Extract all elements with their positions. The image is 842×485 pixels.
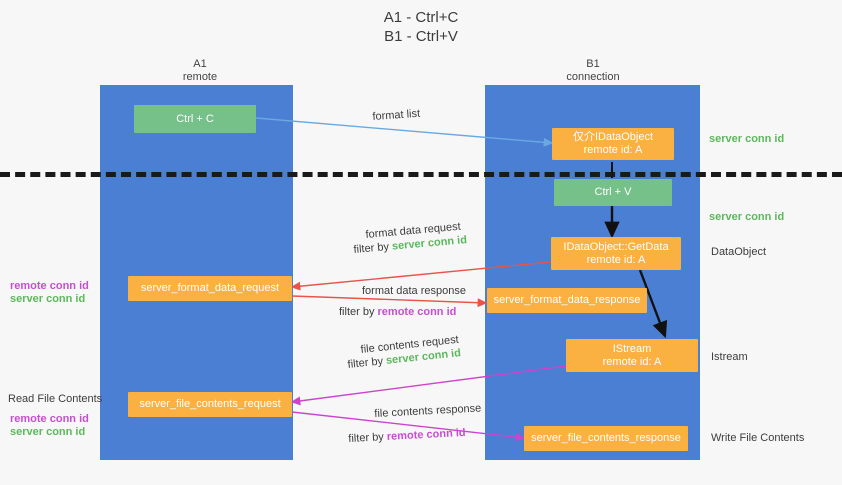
edge-label-format-list: format list	[372, 107, 421, 123]
file-resp-filter-value: remote conn id	[386, 426, 466, 443]
edge-label-format-data-response: format data response	[362, 285, 466, 297]
edge-label-file-contents-response-filter: filter by remote conn id	[348, 426, 466, 446]
fmtr-filter-prefix: filter by	[339, 306, 378, 318]
node-istream[interactable]: IStream remote id: A	[566, 339, 698, 372]
node-ctrl-v-label: Ctrl + V	[594, 186, 632, 198]
right-label-dataobject: DataObject	[711, 246, 767, 258]
file-req-filter-prefix: filter by	[347, 354, 387, 371]
fmtr-filter-value: remote conn id	[377, 306, 457, 318]
node-istream-label: IStream	[612, 342, 652, 355]
right-label-server-conn-id-2: server conn id	[709, 211, 785, 223]
node-idataobject-label: 仅介IDataObject	[572, 131, 654, 143]
node-idataobject[interactable]: 仅介IDataObject remote id: A	[552, 128, 674, 160]
node-fmt-req-label: server_format_data_request	[140, 282, 280, 294]
fmt-filter-prefix: filter by	[353, 240, 393, 256]
right-label-istream: Istream	[711, 351, 748, 363]
node-file-resp-label: server_file_contents_response	[531, 432, 681, 444]
lane-a1-name: A1	[193, 58, 207, 70]
file-resp-filter-prefix: filter by	[348, 430, 388, 445]
node-getdata-sub: remote id: A	[586, 253, 646, 266]
node-ctrl-c[interactable]: Ctrl + C	[134, 105, 256, 133]
node-file-req-label: server_file_contents_request	[139, 398, 281, 410]
left-label-server-conn-id-1: server conn id	[10, 293, 86, 305]
node-istream-sub: remote id: A	[602, 355, 662, 368]
lane-header-a1: A1 remote	[140, 58, 260, 84]
node-idataobject-sub: remote id: A	[583, 144, 643, 156]
node-ctrl-c-label: Ctrl + C	[176, 112, 214, 125]
title-line-1: A1 - Ctrl+C	[383, 9, 459, 26]
right-label-server-conn-id-1: server conn id	[709, 133, 785, 145]
node-server-format-data-request[interactable]: server_format_data_request	[128, 276, 292, 301]
edge-label-file-contents-response: file contents response	[374, 402, 482, 420]
left-label-read-file-contents: Read File Contents	[8, 393, 103, 405]
phase-divider	[0, 172, 842, 177]
right-label-write-file-contents: Write File Contents	[711, 432, 805, 444]
node-server-format-data-response[interactable]: server_format_data_response	[487, 288, 647, 313]
node-getdata[interactable]: IDataObject::GetData remote id: A	[551, 237, 681, 270]
left-label-server-conn-id-2: server conn id	[10, 426, 86, 438]
node-server-file-contents-response[interactable]: server_file_contents_response	[524, 426, 688, 451]
lane-a1-role: remote	[182, 71, 218, 83]
left-label-remote-conn-id-1: remote conn id	[10, 280, 89, 292]
title-line-2: B1 - Ctrl+V	[384, 28, 458, 45]
lane-b1-role: connection	[566, 71, 620, 83]
node-ctrl-v[interactable]: Ctrl + V	[554, 179, 672, 206]
node-server-file-contents-request[interactable]: server_file_contents_request	[128, 392, 292, 417]
left-label-remote-conn-id-2: remote conn id	[10, 413, 89, 425]
page-title: A1 - Ctrl+C B1 - Ctrl+V	[0, 8, 842, 46]
node-fmt-resp-label: server_format_data_response	[493, 294, 641, 306]
lane-b1-name: B1	[586, 58, 600, 70]
lane-header-b1: B1 connection	[533, 58, 653, 84]
edge-label-format-data-response-filter: filter by remote conn id	[339, 305, 456, 319]
node-getdata-label: IDataObject::GetData	[563, 240, 669, 253]
